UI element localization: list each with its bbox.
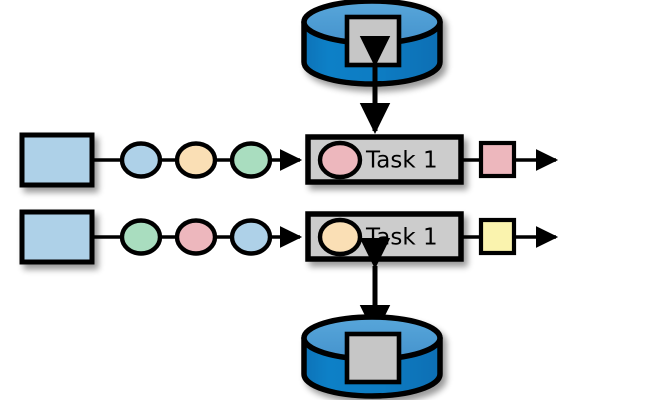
task-label: Task 1 (365, 225, 438, 251)
source-rect (19, 132, 95, 188)
row-1-datastore[interactable] (301, 0, 443, 87)
task-marker-icon (317, 217, 363, 257)
row-2-task[interactable]: Task 1 (305, 211, 464, 262)
output-rect (478, 217, 517, 256)
row-2-source-box[interactable] (19, 209, 95, 265)
row-1-task[interactable]: Task 1 (305, 134, 464, 185)
row-2-datastore[interactable] (301, 314, 443, 399)
datastore-inner-square (344, 14, 402, 68)
row-2-output-box[interactable] (478, 217, 517, 256)
chain-node-blue[interactable] (229, 218, 273, 256)
chain-node-blue[interactable] (119, 141, 163, 179)
datastore-inner-square (344, 331, 402, 385)
chain-node-green[interactable] (119, 218, 163, 256)
chain-node-green[interactable] (229, 141, 273, 179)
chain-node-peach[interactable] (174, 141, 218, 179)
output-rect (478, 140, 517, 179)
row-1-output-box[interactable] (478, 140, 517, 179)
source-rect (19, 209, 95, 265)
task-marker-icon (317, 140, 363, 180)
task-label: Task 1 (365, 148, 438, 174)
row-2-chain (119, 218, 273, 256)
chain-node-pink[interactable] (174, 218, 218, 256)
row-1-chain (119, 141, 273, 179)
row-1-source-box[interactable] (19, 132, 95, 188)
